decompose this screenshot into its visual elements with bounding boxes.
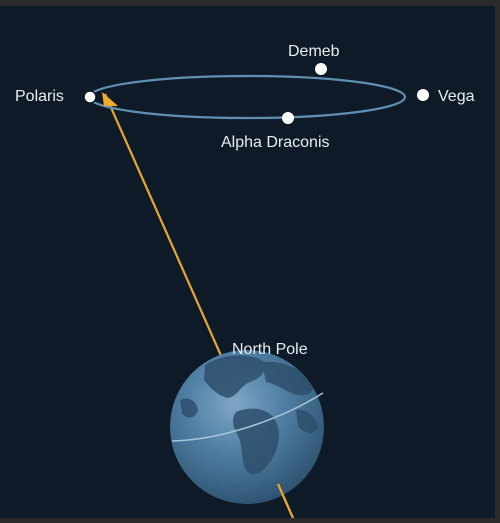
star-alpha-draconis: [282, 112, 294, 124]
precession-diagram: Polaris Vega Demeb Alpha Draconis North …: [0, 6, 495, 519]
label-polaris: Polaris: [15, 88, 64, 105]
earth-continents: [180, 355, 318, 475]
axis-arrowhead-icon: [102, 92, 118, 106]
label-vega: Vega: [438, 88, 475, 105]
earth-axis-lower: [276, 483, 295, 519]
label-north-pole: North Pole: [232, 341, 308, 358]
label-alpha-draconis: Alpha Draconis: [221, 134, 330, 151]
equator-line: [171, 392, 324, 442]
star-vega: [417, 89, 429, 101]
star-polaris: [83, 90, 97, 104]
label-deneb: Demeb: [288, 43, 340, 60]
earth-globe: [170, 350, 324, 504]
star-deneb: [315, 63, 327, 75]
